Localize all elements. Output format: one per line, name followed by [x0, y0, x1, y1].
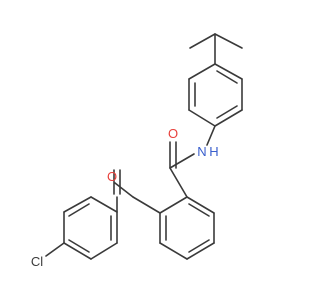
bond-ringA-inner-2	[216, 105, 238, 119]
bond-ringC-inner-2	[68, 239, 90, 253]
bond-ringC-inner-1	[68, 203, 90, 217]
bond-ringC-1	[90, 196, 118, 213]
bond-ringB-3	[186, 242, 215, 260]
bond-ringB-4	[159, 242, 188, 260]
atom-label-oxygen-ketone: O	[107, 169, 117, 184]
structure-diagram: O O N H Cl	[31, 33, 243, 269]
bond-N-carbonyl	[169, 153, 195, 169]
bond-ringC-4	[63, 242, 92, 260]
bond-ringB-1	[186, 196, 215, 214]
bond-ketone-CO-1	[114, 182, 134, 198]
bonds	[45, 33, 243, 260]
bond-ringA-3	[214, 109, 243, 127]
bond-ringA-1	[214, 63, 243, 80]
bond-isopropyl-ch3-left	[189, 33, 216, 49]
bond-ringB-ketoneC	[132, 196, 161, 214]
bond-ringB-inner-2	[188, 239, 210, 253]
bond-amide-ringB	[169, 167, 188, 198]
atom-label-nitrogen: N	[197, 144, 206, 159]
bond-ringA-6	[188, 63, 216, 80]
bond-C-Cl	[45, 242, 65, 257]
bond-ringB-inner-1	[188, 203, 210, 217]
atom-labels: O O N H Cl	[31, 126, 219, 269]
atom-label-nitrogen-hydrogen: H	[209, 144, 218, 159]
bond-ringC-5	[90, 242, 118, 260]
bond-ringA-4	[188, 109, 216, 127]
atom-label-chlorine: Cl	[31, 254, 43, 269]
bond-ringA-inner-1	[216, 70, 238, 84]
bond-isopropyl-ch3-right	[214, 33, 243, 49]
molecule-canvas: O O N H Cl	[31, 33, 243, 269]
bond-ringB-6	[159, 196, 188, 214]
atom-label-oxygen-amide: O	[168, 126, 178, 141]
bond-ringC-2	[63, 196, 92, 213]
bond-ringA-N	[206, 125, 216, 146]
